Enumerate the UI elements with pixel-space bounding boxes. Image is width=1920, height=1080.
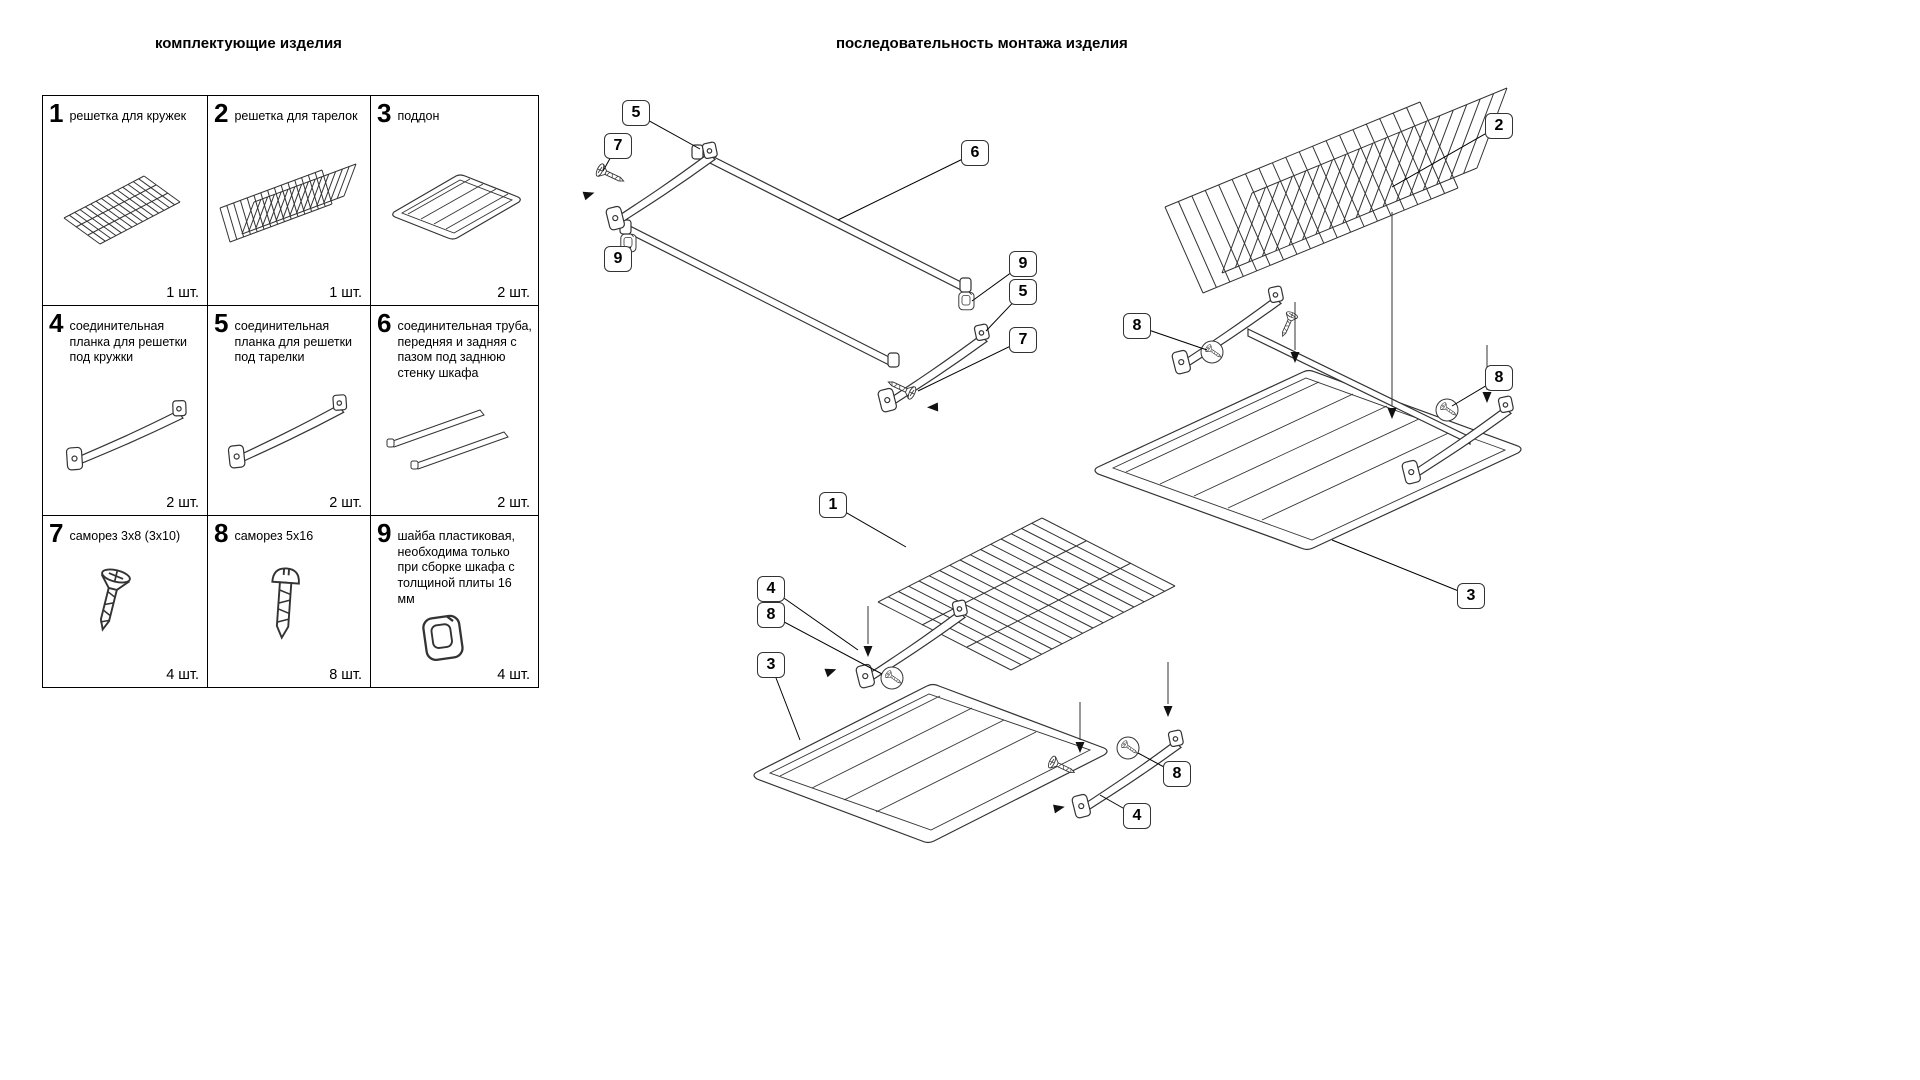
part-cell-3: 3 поддон 2 шт. — [371, 96, 539, 306]
part-quantity: 4 шт. — [166, 667, 199, 683]
part-quantity: 4 шт. — [497, 667, 530, 683]
part-number: 5 — [214, 308, 229, 338]
part-description: соединительная планка для решетки под кр… — [69, 319, 188, 365]
part-description: решетка для кружек — [69, 109, 187, 123]
callout-plate-3: 3 — [1457, 583, 1485, 609]
callout-frame-4: 9 — [1009, 251, 1037, 277]
plate-rack-assembly-drawing — [1094, 87, 1529, 551]
part-cell-2: 2 решетка для тарелок 1 шт. — [208, 96, 371, 306]
callout-mug-4: 8 — [1163, 761, 1191, 787]
part-cell-1: 1 решетка для кружек 1 шт. — [43, 96, 208, 306]
part-cell-6: 6 соединительная труба, передняя и задня… — [371, 306, 539, 516]
callout-frame-1: 7 — [604, 133, 632, 159]
part-number: 1 — [49, 98, 64, 128]
part-cell-8: 8 саморез 5х16 8 шт. — [208, 516, 371, 688]
part-description: поддон — [397, 109, 440, 123]
part-quantity: 1 шт. — [329, 285, 362, 301]
callout-frame-2: 9 — [604, 246, 632, 272]
part-cell-7: 7 саморез 3х8 (3х10) 4 шт. — [43, 516, 208, 688]
callout-plate-1: 8 — [1123, 313, 1151, 339]
callout-mug-1: 4 — [757, 576, 785, 602]
part-cell-4: 4 соединительная планка для решетки под … — [43, 306, 208, 516]
part-description: соединительная труба, передняя и задняя … — [397, 319, 532, 380]
part-number: 9 — [377, 518, 392, 548]
callout-plate-2: 8 — [1485, 365, 1513, 391]
part-description: решетка для тарелок — [234, 109, 358, 123]
part-quantity: 8 шт. — [329, 667, 362, 683]
callout-frame-0: 5 — [622, 100, 650, 126]
part-number: 8 — [214, 518, 229, 548]
part-cell-9: 9 шайба пластиковая, необходима только п… — [371, 516, 539, 688]
part-description: шайба пластиковая, необходима только при… — [397, 529, 515, 606]
plate-rack-illustration — [214, 126, 364, 285]
tray-illustration — [377, 126, 532, 285]
part-number: 6 — [377, 308, 392, 338]
part-description: соединительная планка для решетки под та… — [234, 319, 353, 365]
part-description: саморез 3х8 (3х10) — [69, 529, 181, 543]
part-description: саморез 5х16 — [234, 529, 314, 543]
callout-frame-5: 5 — [1009, 279, 1037, 305]
mug-rack-assembly-drawing — [753, 517, 1199, 844]
callout-mug-5: 4 — [1123, 803, 1151, 829]
part-quantity: 2 шт. — [329, 495, 362, 511]
components-section-title: комплектующие изделия — [155, 35, 342, 52]
part-quantity: 2 шт. — [497, 285, 530, 301]
callout-plate-0: 2 — [1485, 113, 1513, 139]
part-number: 4 — [49, 308, 64, 338]
part-number: 3 — [377, 98, 392, 128]
callout-mug-3: 3 — [757, 652, 785, 678]
connecting-tubes-illustration — [377, 382, 532, 496]
callout-mug-0: 1 — [819, 492, 847, 518]
frame-assembly-drawing — [582, 138, 1005, 416]
assembly-section-title: последовательность монтажа изделия — [836, 35, 1128, 52]
callout-frame-3: 6 — [961, 140, 989, 166]
part-number: 2 — [214, 98, 229, 128]
part-quantity: 1 шт. — [166, 285, 199, 301]
mug-rack-illustration — [49, 126, 201, 285]
part-quantity: 2 шт. — [166, 495, 199, 511]
part-cell-5: 5 соединительная планка для решетки под … — [208, 306, 371, 516]
callout-mug-2: 8 — [757, 602, 785, 628]
components-table: 1 решетка для кружек 1 шт. 2 решетка для… — [42, 95, 539, 688]
part-number: 7 — [49, 518, 64, 548]
callout-frame-6: 7 — [1009, 327, 1037, 353]
part-quantity: 2 шт. — [497, 495, 530, 511]
